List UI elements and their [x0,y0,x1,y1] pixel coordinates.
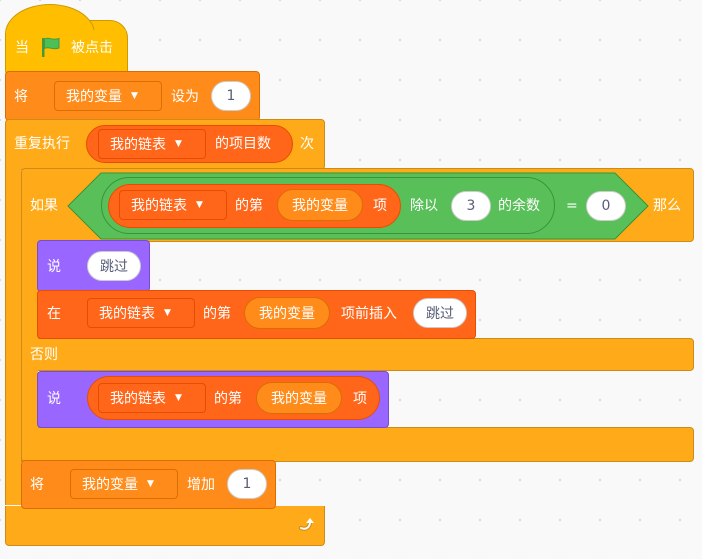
index-variable-reporter[interactable]: 我的变量 [244,297,330,329]
index-variable-reporter[interactable]: 我的变量 [256,382,342,414]
when-label: 当 [15,40,29,56]
green-flag-icon [39,36,63,58]
repeat-label: 重复执行 [14,136,70,152]
list-dropdown[interactable]: 我的链表 ▼ [98,383,206,413]
item-of-label: 的第 [235,198,263,214]
set-value-input[interactable]: 1 [211,81,251,111]
list-dropdown[interactable]: 我的链表 ▼ [87,298,195,328]
set-label: 将 [14,89,28,105]
list-name: 我的链表 [110,391,166,407]
mod-label: 除以 [410,198,438,214]
item-of-label: 的第 [203,306,231,322]
times-label: 次 [300,136,314,152]
item-of-label: 的第 [214,391,242,407]
say-label: 说 [47,259,61,275]
set-label: 将 [30,477,44,493]
repeat-bottom-arm [5,506,325,546]
loop-arrow-icon [297,516,315,534]
chevron-down-icon: ▼ [147,479,154,489]
compare-input[interactable]: 0 [586,191,626,221]
equals-label: = [566,198,578,214]
to-label: 设为 [171,89,199,105]
else-bar [21,338,694,371]
variable-dropdown[interactable]: 我的变量 ▼ [54,81,162,111]
list-dropdown[interactable]: 我的链表 ▼ [98,129,206,159]
variable-name: 我的变量 [66,89,122,105]
chevron-down-icon: ▼ [175,139,182,149]
insert-before-label: 项前插入 [341,306,397,322]
say-text-input[interactable]: 跳过 [87,251,141,281]
chevron-down-icon: ▼ [196,200,203,210]
if-label: 如果 [30,198,58,214]
change-label: 增加 [187,477,215,493]
list-name: 我的链表 [131,198,187,214]
change-value-input[interactable]: 1 [227,469,267,499]
divisor-input[interactable]: 3 [451,191,491,221]
list-name: 我的链表 [99,306,155,322]
at-label: 在 [47,306,61,322]
remainder-label: 的余数 [498,198,540,214]
insert-text-input[interactable]: 跳过 [413,298,467,328]
item-label: 项 [373,198,387,214]
say-label: 说 [47,391,61,407]
else-label: 否则 [30,347,58,363]
index-variable-reporter[interactable]: 我的变量 [277,189,363,221]
then-label: 那么 [653,198,681,214]
chevron-down-icon: ▼ [175,393,182,403]
length-of-label: 的项目数 [215,136,271,152]
chevron-down-icon: ▼ [131,91,138,101]
variable-name: 我的变量 [82,477,138,493]
chevron-down-icon: ▼ [164,308,171,318]
if-bottom-bar [21,427,694,462]
item-label: 项 [353,391,367,407]
clicked-label: 被点击 [71,40,113,56]
repeat-arm [5,160,21,505]
list-dropdown[interactable]: 我的链表 ▼ [119,190,227,220]
list-name: 我的链表 [110,137,166,153]
variable-dropdown[interactable]: 我的变量 ▼ [70,469,178,499]
